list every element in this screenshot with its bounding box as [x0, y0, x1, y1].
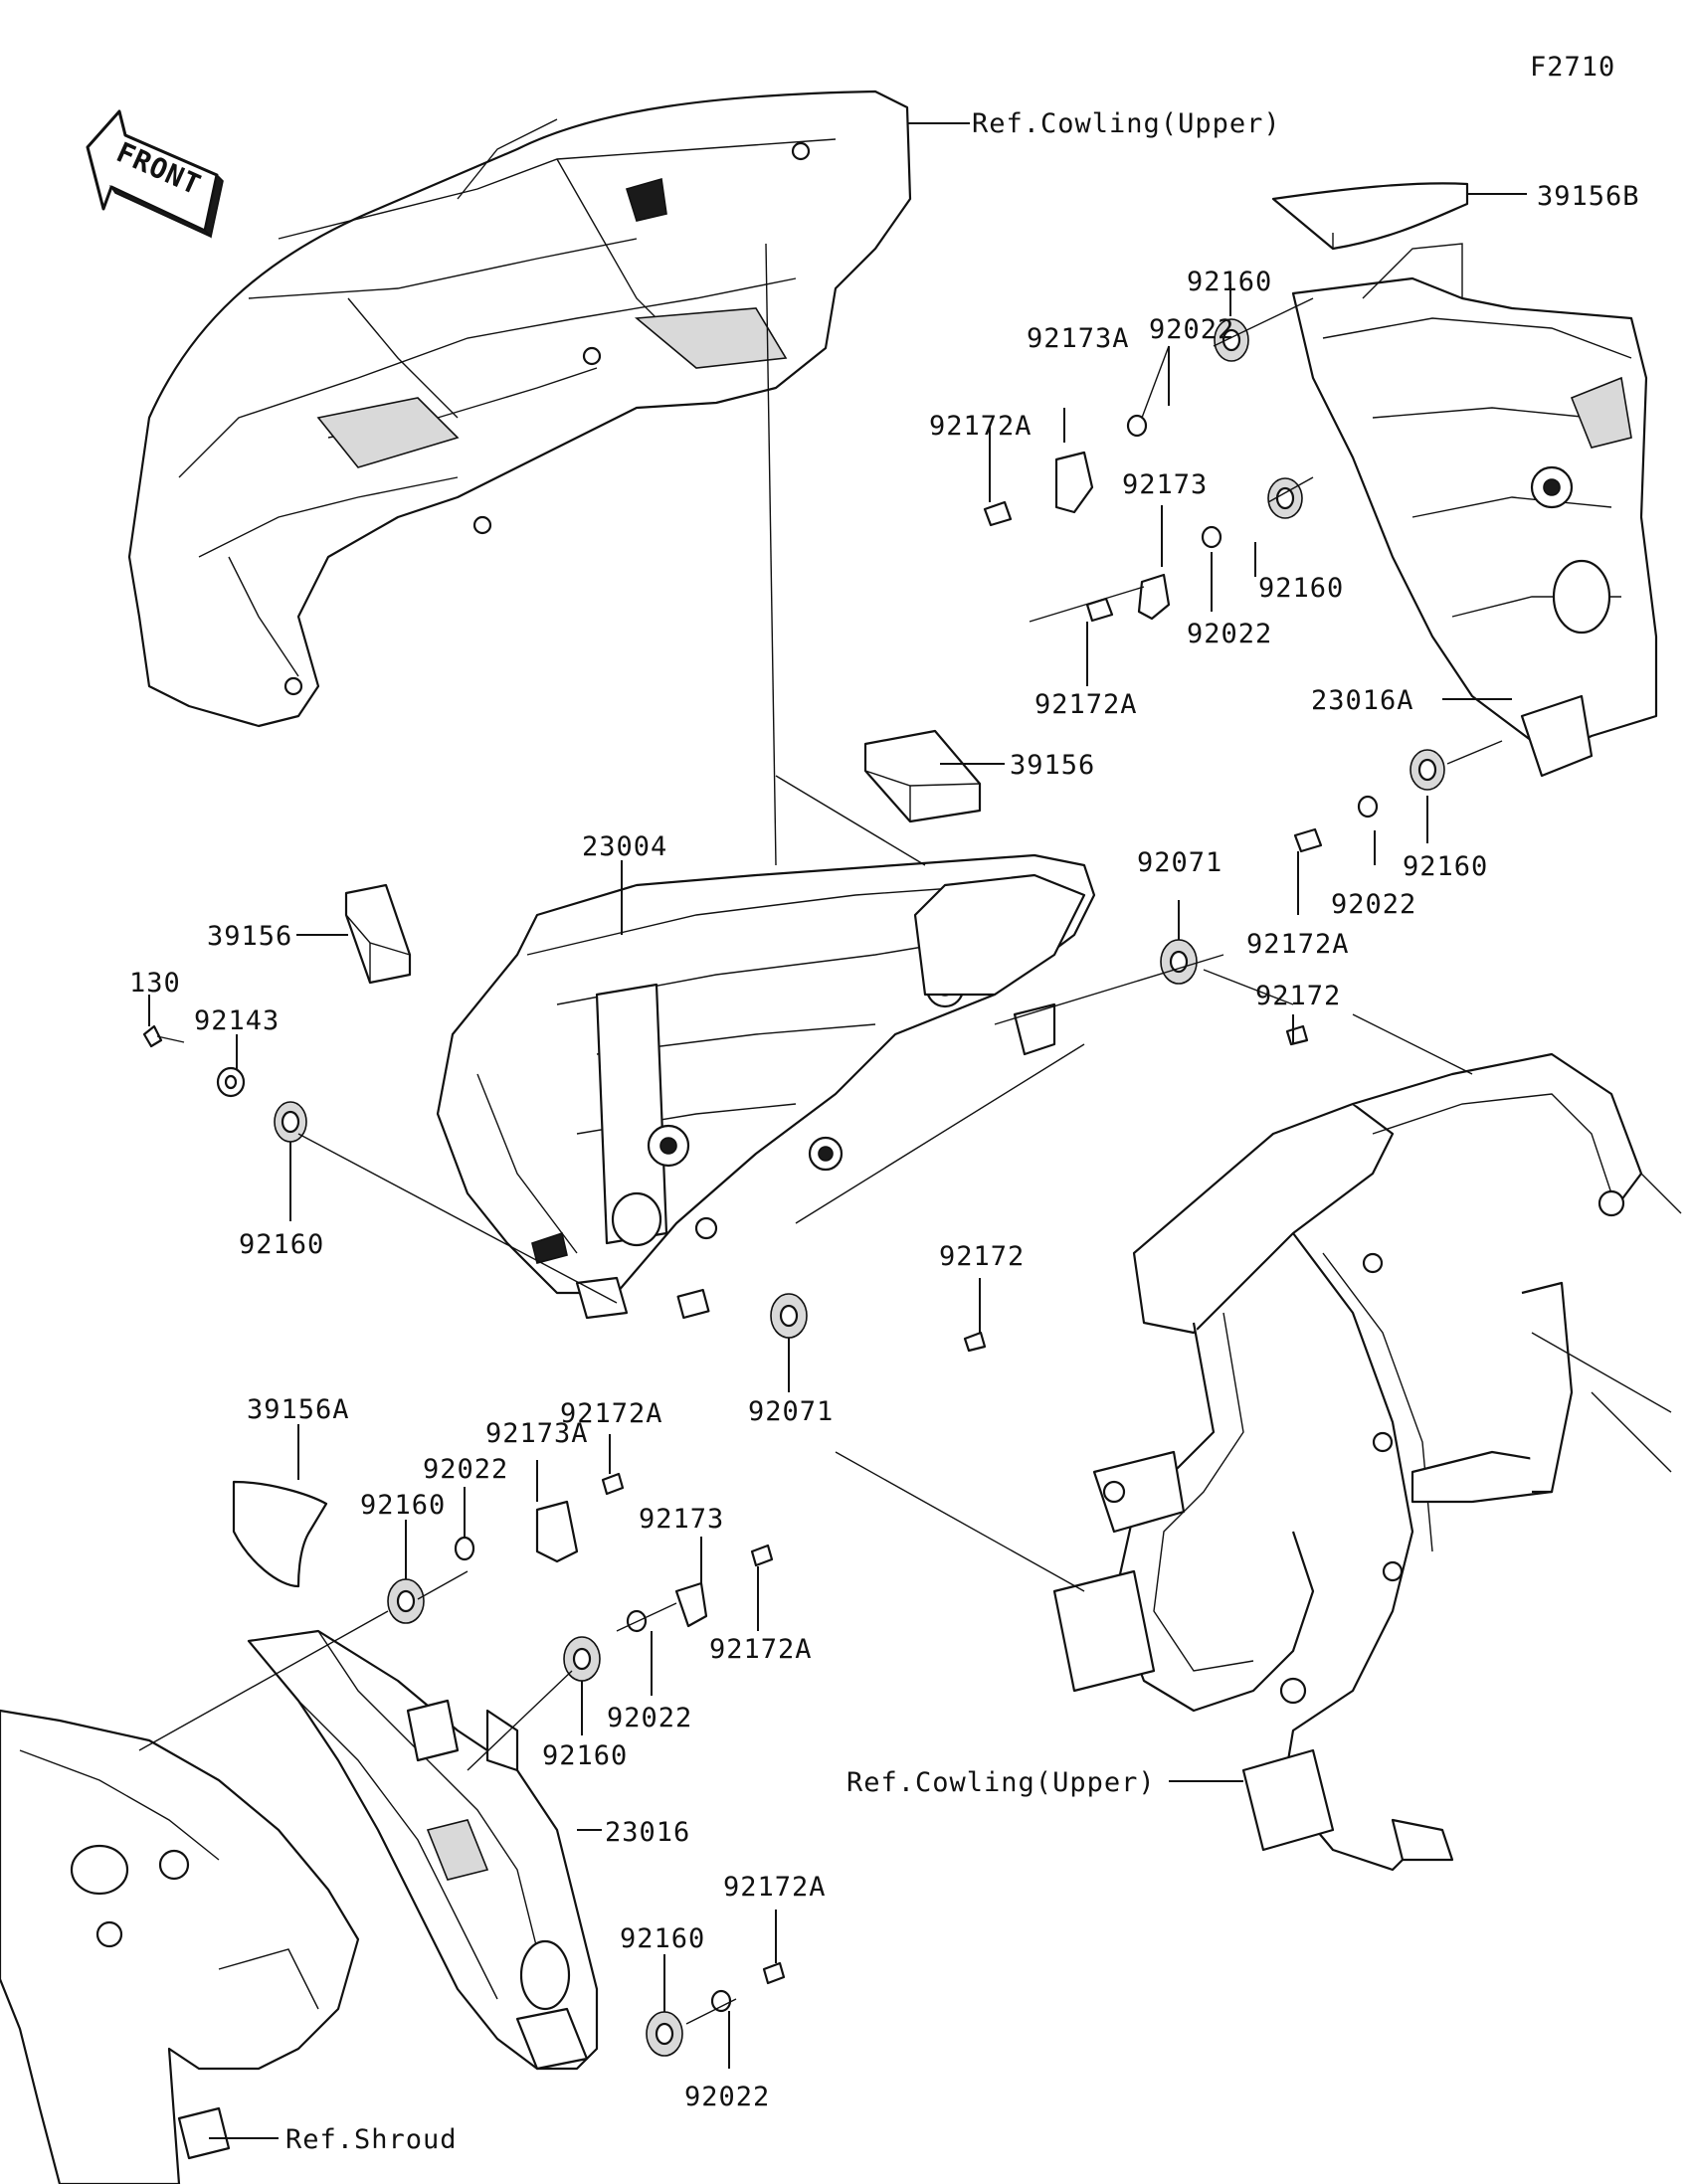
label-92172a-b: 92172A [1034, 689, 1138, 720]
figure-id: F2710 [1530, 52, 1615, 83]
label-92173a-b: 92173A [485, 1418, 589, 1449]
label-92071-top: 92071 [1137, 847, 1222, 878]
cowling-stay-frame [1052, 1052, 1682, 1872]
label-92160-d: 92160 [239, 1229, 324, 1260]
label-92022-b: 92022 [1187, 619, 1272, 649]
label-23016a: 23016A [1311, 685, 1414, 716]
label-92022-c: 92022 [1331, 889, 1416, 920]
label-39156a: 39156A [247, 1394, 350, 1425]
label-92022-e: 92022 [607, 1703, 692, 1733]
label-92172a-a: 92172A [929, 411, 1033, 442]
label-92173-a: 92173 [1122, 469, 1208, 500]
label-ref-cowling-upper-top: Ref.Cowling(Upper) [972, 108, 1281, 139]
label-ref-cowling-upper-bottom: Ref.Cowling(Upper) [846, 1767, 1156, 1798]
label-92160-c: 92160 [1403, 851, 1488, 882]
label-130: 130 [129, 968, 181, 999]
label-92173-b: 92173 [639, 1504, 724, 1535]
label-92022-d: 92022 [423, 1454, 508, 1485]
label-23004: 23004 [582, 831, 667, 862]
label-92172a-e: 92172A [709, 1634, 813, 1665]
label-39156-top: 39156 [1010, 750, 1095, 781]
label-39156-left: 39156 [207, 921, 292, 952]
label-92160-a: 92160 [1187, 267, 1272, 297]
part-labels: F2710 Ref.Cowling(Upper) 39156B 92160 92… [129, 52, 1640, 2155]
pad-39156-top [863, 729, 982, 823]
label-39156b: 39156B [1537, 181, 1640, 212]
position-lamp-left-23016 [247, 1629, 599, 2071]
front-arrow-icon: FRONT [86, 109, 224, 239]
label-92172-b: 92172 [939, 1241, 1025, 1272]
label-92160-e: 92160 [360, 1490, 446, 1521]
label-92172-a: 92172 [1255, 981, 1341, 1011]
pad-39156b [1271, 182, 1469, 251]
label-92022-f: 92022 [684, 2082, 770, 2112]
label-92143: 92143 [194, 1005, 280, 1036]
label-92172a-f: 92172A [723, 1872, 827, 1903]
label-23016: 23016 [605, 1817, 690, 1848]
shroud [0, 1709, 360, 2184]
upper-cowling [127, 90, 912, 728]
label-92160-f: 92160 [542, 1740, 628, 1771]
label-92071-bottom: 92071 [748, 1396, 834, 1427]
label-ref-shroud: Ref.Shroud [285, 2124, 458, 2155]
pad-39156-left [344, 883, 412, 985]
label-92160-g: 92160 [620, 1923, 705, 1954]
hardware-lower-left [387, 1472, 786, 2057]
pad-39156a [232, 1480, 328, 1588]
position-lamp-right-23016a [1291, 243, 1658, 778]
hardware-left [142, 1024, 307, 1143]
leader-lines [138, 122, 1672, 2139]
headlight-23004 [436, 853, 1096, 1320]
label-92173a-a: 92173A [1027, 323, 1130, 354]
label-92172a-c: 92172A [1246, 929, 1350, 960]
label-92172a-d: 92172A [560, 1398, 663, 1429]
label-92022-a: 92022 [1149, 314, 1234, 345]
label-92160-b: 92160 [1258, 573, 1344, 604]
